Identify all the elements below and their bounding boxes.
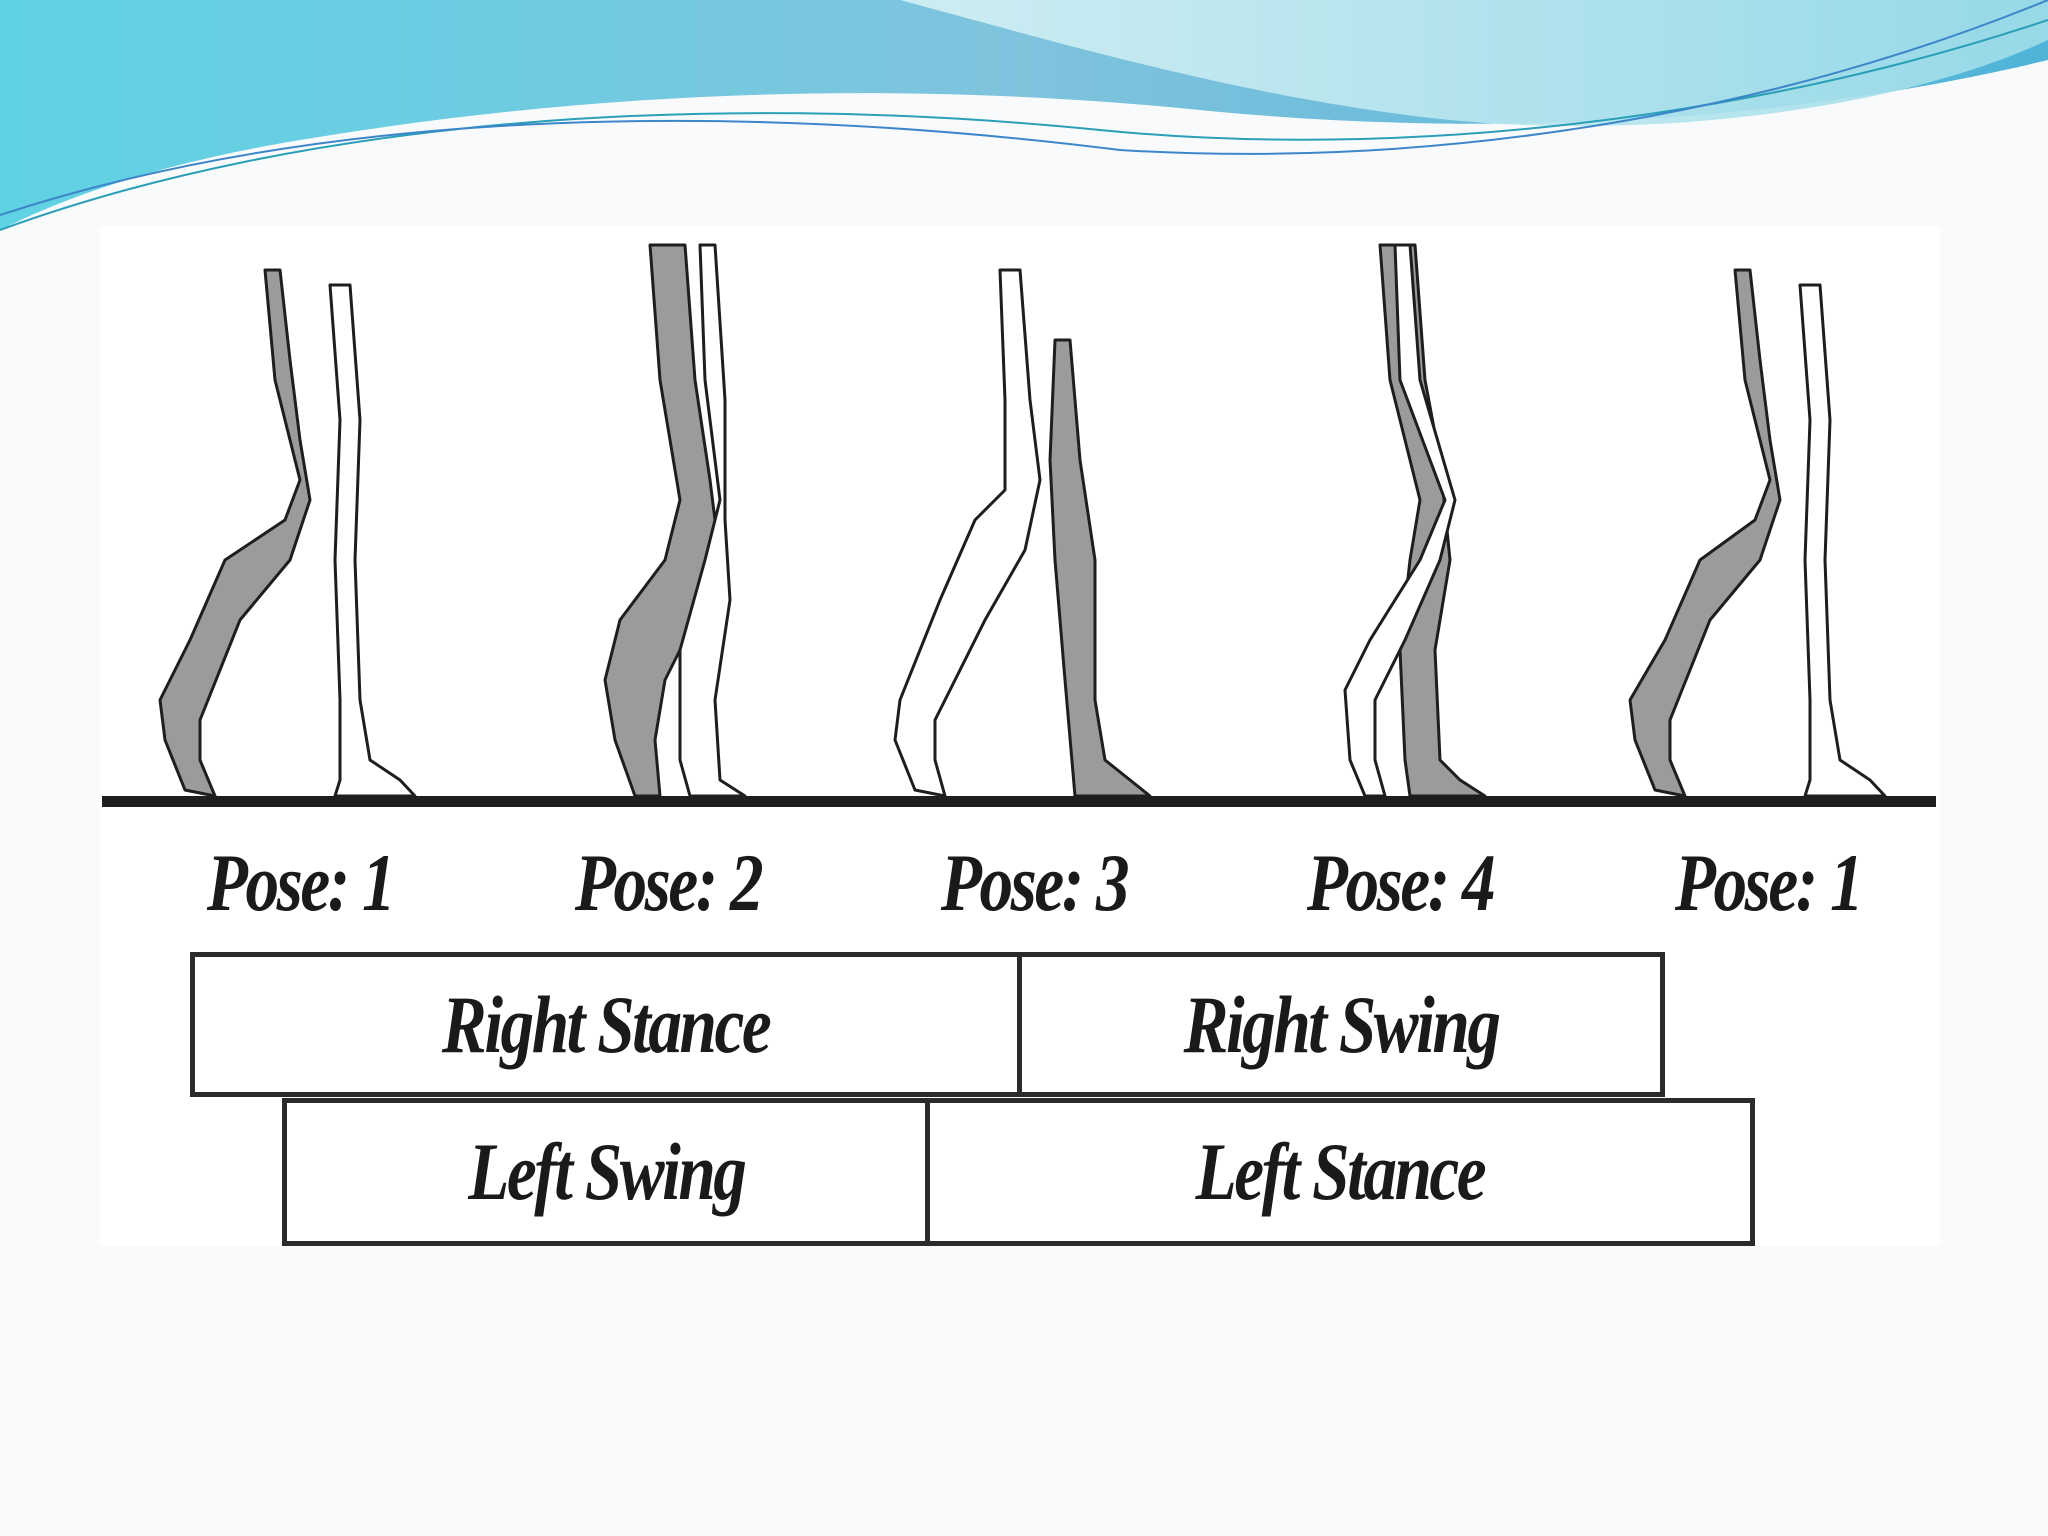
right-stance-box: Right Stance <box>190 952 1022 1097</box>
right-swing-label: Right Swing <box>1183 978 1501 1070</box>
pose-label: Pose: 2 <box>574 837 764 928</box>
left-swing-label: Left Swing <box>467 1126 747 1217</box>
left-stance-box: Left Stance <box>925 1098 1755 1246</box>
leg-shaded <box>158 268 312 798</box>
right-stance-label: Right Stance <box>442 978 772 1070</box>
leg-shaded <box>1628 268 1782 798</box>
leg-white <box>328 283 417 798</box>
pose-label: Pose: 4 <box>1306 837 1496 928</box>
pose-label: Pose: 3 <box>940 837 1130 928</box>
leg-shaded <box>1378 243 1487 798</box>
header-wave-decoration <box>0 0 2048 231</box>
pose-label: Pose: 1 <box>1674 837 1864 928</box>
ground-line <box>102 796 1936 807</box>
leg-shaded <box>1048 338 1152 798</box>
pose-label: Pose: 1 <box>206 837 396 928</box>
leg-white <box>1798 283 1887 798</box>
leg-white <box>893 268 1042 798</box>
left-swing-box: Left Swing <box>282 1098 930 1246</box>
left-stance-label: Left Stance <box>1195 1126 1487 1217</box>
right-swing-box: Right Swing <box>1017 952 1665 1097</box>
